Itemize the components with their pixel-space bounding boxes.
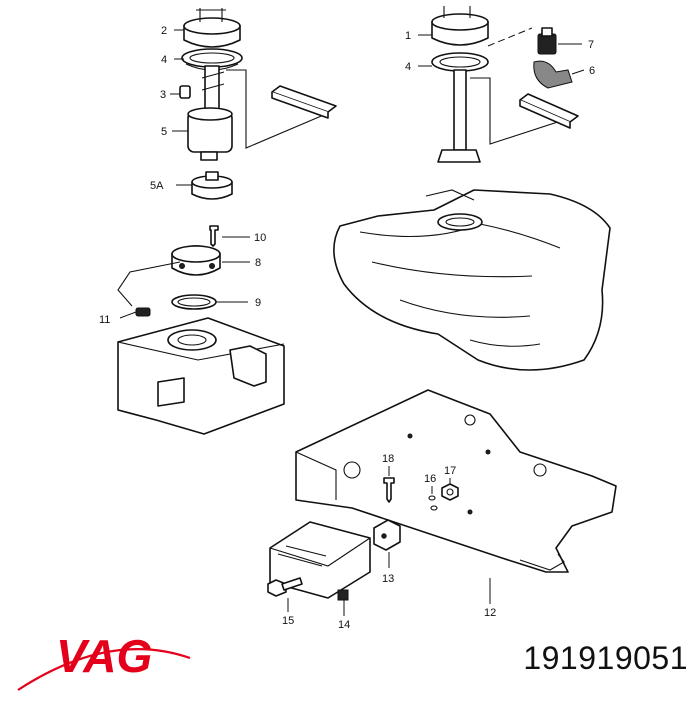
callout-17: 17 — [444, 465, 456, 477]
callout-5: 5 — [161, 126, 167, 138]
callout-14: 14 — [338, 619, 350, 631]
callout-2: 2 — [161, 25, 167, 37]
part-number: 191919051 — [523, 640, 688, 676]
callout-1: 1 — [405, 30, 411, 42]
callout-16: 16 — [424, 473, 436, 485]
sender-cover-group — [117, 225, 285, 435]
callout-4-right: 4 — [405, 61, 411, 73]
pump-assembly-left — [179, 8, 337, 200]
callout-18: 18 — [382, 453, 394, 465]
callout-9: 9 — [255, 297, 261, 309]
callout-11: 11 — [99, 314, 110, 326]
callout-7: 7 — [588, 39, 594, 51]
logo-text: VAG — [56, 630, 152, 682]
logo-swoosh — [17, 648, 191, 691]
callout-5a: 5A — [150, 180, 164, 192]
callout-3: 3 — [160, 89, 166, 101]
heat-shield-bracket — [267, 389, 617, 601]
callout-8: 8 — [255, 257, 261, 269]
leader-lines — [119, 29, 585, 616]
fuel-tank — [333, 189, 611, 371]
vag-logo: VAG — [17, 630, 191, 691]
callout-4-left: 4 — [161, 54, 167, 66]
callout-12: 12 — [484, 607, 496, 619]
callout-labels: 2 4 3 5 5A 1 4 7 6 10 8 9 11 18 17 16 13… — [99, 25, 595, 631]
callout-13: 13 — [382, 573, 394, 585]
callout-15: 15 — [282, 615, 294, 627]
callout-10: 10 — [254, 232, 266, 244]
sender-unit-right — [431, 6, 579, 163]
callout-6: 6 — [589, 65, 595, 77]
